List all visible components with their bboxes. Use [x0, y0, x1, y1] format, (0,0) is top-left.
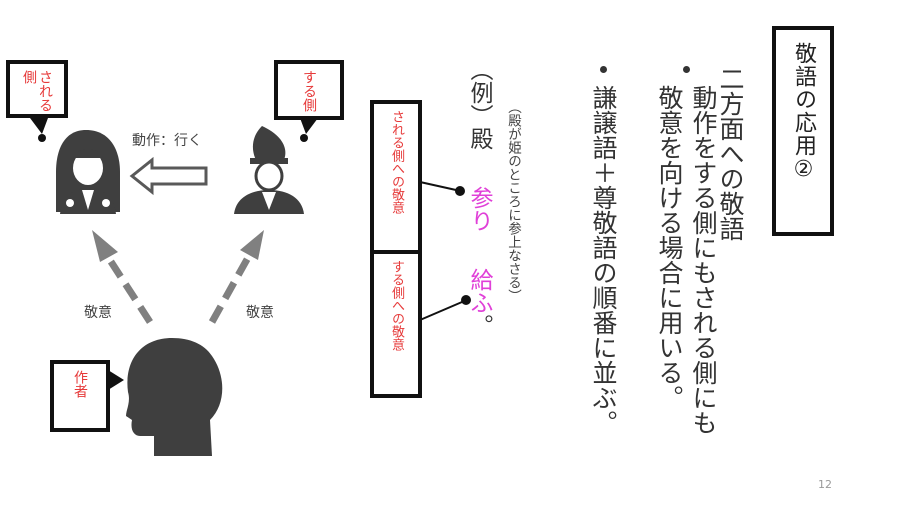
action-arrow-icon	[129, 156, 208, 196]
callout-doer-text: する側	[301, 70, 317, 112]
callout-doer: する側	[274, 60, 344, 120]
callout-receiver: される側	[6, 60, 68, 118]
respect-right-label: 敬意	[246, 305, 274, 321]
example-end-mark: 。	[466, 314, 492, 337]
doer-callout-tail-icon	[300, 118, 318, 134]
bullet-item-2: 動作をする側にもされる側にも敬意を向ける場合に用いる。	[652, 66, 720, 453]
connector-humble	[419, 181, 457, 191]
example-close-paren: ）	[466, 104, 492, 127]
callout-author-text: 作者	[72, 370, 88, 398]
bullet-dot-icon	[599, 66, 607, 73]
bullet-item-3: 謙譲語＋尊敬語の順番に並ぶ。	[586, 66, 620, 435]
head-silhouette-icon	[126, 338, 223, 456]
page-number: 12	[818, 478, 832, 491]
example-label: 例	[466, 81, 492, 104]
bullet-item-1: 二方面への敬語	[713, 66, 747, 241]
connector-honorific	[419, 301, 463, 321]
bullet-text: 二方面への敬語	[716, 66, 745, 241]
author-callout-tail-icon	[108, 370, 124, 390]
action-label: 動作：行く	[132, 133, 202, 149]
bullet-text: 動作をする側にもされる側にも敬意を向ける場合に用いる。	[655, 85, 718, 435]
receiver-callout-tail-icon	[30, 118, 48, 134]
slide-title: 敬語の応用②	[791, 42, 816, 183]
courtier-figure-icon	[234, 126, 304, 214]
example-verb-humble: 参り	[466, 186, 492, 232]
bullet-text: 謙譲語＋尊敬語の順番に並ぶ。	[589, 85, 618, 435]
example-sentence: （例）殿参り給ふ。	[464, 58, 494, 337]
example-subject: 殿	[466, 127, 492, 150]
example-verb-honorific: 給ふ	[466, 268, 492, 314]
callout-toward-receiver-text: される側への敬意	[389, 110, 404, 214]
callout-author: 作者	[50, 360, 110, 432]
callout-receiver-text: される側	[21, 70, 53, 112]
princess-figure-icon	[56, 130, 120, 214]
title-box: 敬語の応用②	[772, 26, 834, 236]
bullet-dot-icon	[682, 66, 690, 73]
respect-arrow-left-icon	[92, 230, 153, 324]
respect-left-label: 敬意	[84, 305, 112, 321]
callout-toward-doer-text: する側への敬意	[389, 260, 404, 351]
example-translation: （殿が姫のところに参上なさる）	[505, 100, 521, 303]
example-open-paren: （	[466, 58, 492, 81]
callout-toward-doer: する側への敬意	[370, 250, 422, 398]
respect-arrow-right-icon	[208, 230, 264, 324]
callout-toward-receiver: される側への敬意	[370, 100, 422, 256]
